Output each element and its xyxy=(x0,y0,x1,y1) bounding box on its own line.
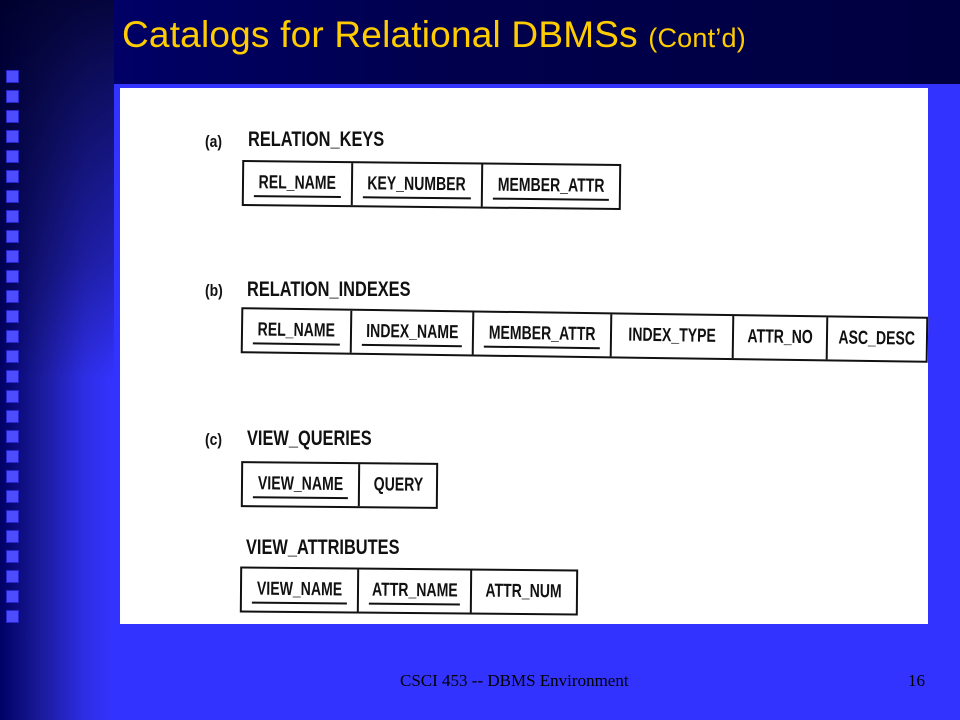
slide-title-sub: (Cont’d) xyxy=(648,23,746,53)
view-queries-name: VIEW_QUERIES xyxy=(247,427,372,450)
footer-page-number: 16 xyxy=(908,671,925,690)
relation-indexes-index-name: INDEX_NAME xyxy=(349,310,473,355)
view-attributes-table: VIEW_NAME ATTR_NAME ATTR_NUM xyxy=(239,566,579,616)
view-attributes-attr-name: ATTR_NAME xyxy=(356,569,471,613)
relation-keys-key-number: KEY_NUMBER xyxy=(350,163,482,207)
view-attributes-attr-num: ATTR_NUM xyxy=(469,570,577,614)
footer-course-title: CSCI 453 -- DBMS Environment xyxy=(400,671,629,690)
relation-keys-member-attr: MEMBER_ATTR xyxy=(480,164,620,208)
view-attributes-name: VIEW_ATTRIBUTES xyxy=(246,536,400,559)
view-attributes-view-name: VIEW_NAME xyxy=(242,569,357,612)
relation-indexes-index-type: INDEX_TYPE xyxy=(609,314,733,359)
relation-indexes-attr-no: ATTR_NO xyxy=(731,316,827,360)
relation-indexes-name: RELATION_INDEXES xyxy=(247,278,411,301)
relation-keys-name: RELATION_KEYS xyxy=(248,128,385,151)
left-decorative-strip xyxy=(0,0,114,720)
slide-title-main: Catalogs for Relational DBMSs xyxy=(122,14,638,55)
relation-indexes-rel-name: REL_NAME xyxy=(243,309,351,352)
figure-part-b-label: (b) xyxy=(205,281,223,300)
slide-title: Catalogs for Relational DBMSs (Cont’d) xyxy=(122,14,746,56)
catalog-figure: (a) RELATION_KEYS REL_NAME KEY_NUMBER ME… xyxy=(120,88,929,624)
view-queries-view-name: VIEW_NAME xyxy=(243,463,358,506)
relation-keys-table: REL_NAME KEY_NUMBER MEMBER_ATTR xyxy=(241,160,622,210)
relation-keys-rel-name: REL_NAME xyxy=(244,162,351,205)
relation-indexes-asc-desc: ASC_DESC xyxy=(825,317,927,361)
view-queries-query: QUERY xyxy=(357,464,437,507)
relation-indexes-member-attr: MEMBER_ATTR xyxy=(471,312,611,357)
title-band xyxy=(114,0,960,84)
decorative-squares xyxy=(6,70,26,623)
relation-indexes-table: REL_NAME INDEX_NAME MEMBER_ATTR INDEX_TY… xyxy=(240,307,929,363)
view-queries-table: VIEW_NAME QUERY xyxy=(240,461,439,509)
figure-part-c-label: (c) xyxy=(205,430,223,449)
figure-part-a-label: (a) xyxy=(205,132,223,151)
